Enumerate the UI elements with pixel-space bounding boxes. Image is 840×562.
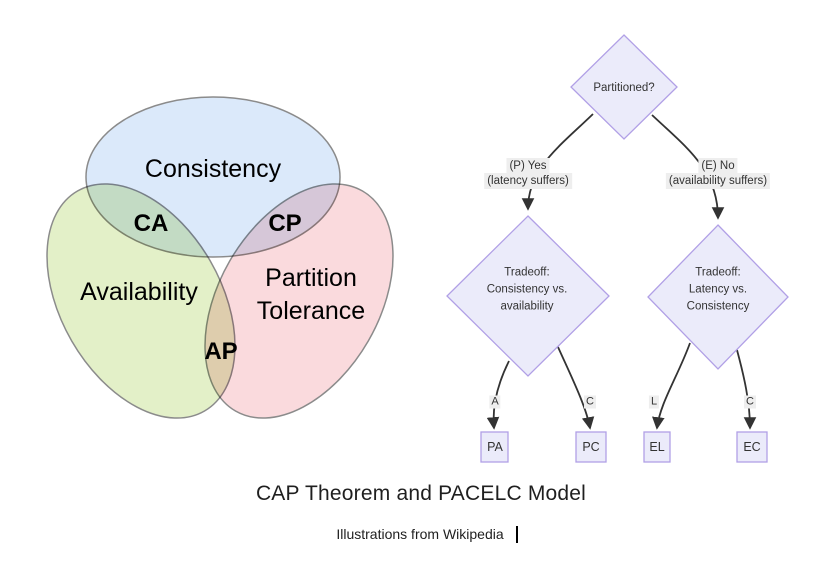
venn-label-partition-tolerance: Partition Tolerance (257, 262, 365, 328)
flowchart-right-branch-label-line1: (E) No (698, 158, 738, 174)
flowchart-root-label: Partitioned? (593, 82, 655, 94)
venn-label-availability: Availability (80, 278, 198, 306)
slide-title-textbox[interactable]: CAP Theorem and PACELC Model (255, 482, 587, 505)
edge-label-a: A (489, 395, 501, 409)
edge-root-to-right-tradeoff (651, 114, 725, 220)
box-label-ec: EC (743, 440, 761, 454)
node-pc-box (575, 431, 607, 463)
venn-label-ca: CA (133, 210, 169, 237)
box-label-el: EL (649, 440, 665, 454)
slide-subtitle-textbox[interactable]: Illustrations from Wikipedia (336, 526, 504, 542)
venn-label-consistency: Consistency (144, 155, 282, 183)
edge-left-tradeoff-to-pa (486, 360, 510, 430)
venn-label-partition-line1: Partition (265, 264, 357, 292)
node-pa-box (480, 431, 509, 463)
flowchart-right-tradeoff-label: Tradeoff: Latency vs. Consistency (687, 265, 750, 316)
venn-label-ap: AP (204, 338, 238, 365)
right-tradeoff-line2: Latency vs. (688, 283, 748, 296)
pacelc-flowchart-image[interactable] (446, 34, 789, 463)
flowchart-left-branch-label-line1: (P) Yes (506, 158, 550, 174)
left-tradeoff-line2: Consistency vs. (486, 283, 568, 296)
venn-label-partition-line2: Tolerance (256, 297, 366, 325)
node-el-box (643, 431, 671, 463)
node-ec-box (736, 431, 768, 463)
flowchart-left-branch-label-line2: (latency suffers) (484, 173, 572, 189)
edge-left-tradeoff-to-pc (557, 346, 595, 430)
edge-label-l: L (648, 395, 660, 409)
right-tradeoff-line3: Consistency (686, 300, 750, 313)
edge-label-c2: C (744, 395, 756, 409)
edge-right-tradeoff-to-ec (736, 349, 757, 430)
text-cursor-caret (516, 526, 518, 543)
edge-label-c1: C (584, 395, 596, 409)
left-tradeoff-line1: Tradeoff: (504, 266, 550, 279)
flowchart-right-branch-label-line2: (availability suffers) (665, 173, 771, 189)
venn-ellipse-availability (46, 183, 236, 419)
cap-venn-diagram-image[interactable] (8, 96, 432, 451)
left-tradeoff-line3: availability (500, 300, 554, 313)
node-left-tradeoff-diamond (446, 215, 610, 377)
node-partitioned-diamond (570, 34, 678, 140)
box-label-pc: PC (582, 440, 600, 454)
flowchart-left-tradeoff-label: Tradeoff: Consistency vs. availability (487, 265, 568, 316)
node-right-tradeoff-diamond (647, 224, 789, 370)
right-tradeoff-line1: Tradeoff: (695, 266, 741, 279)
box-label-pa: PA (487, 440, 503, 454)
edge-right-tradeoff-to-el (652, 342, 691, 430)
venn-label-cp: CP (268, 210, 302, 237)
venn-ellipse-partition-tolerance (204, 183, 394, 419)
